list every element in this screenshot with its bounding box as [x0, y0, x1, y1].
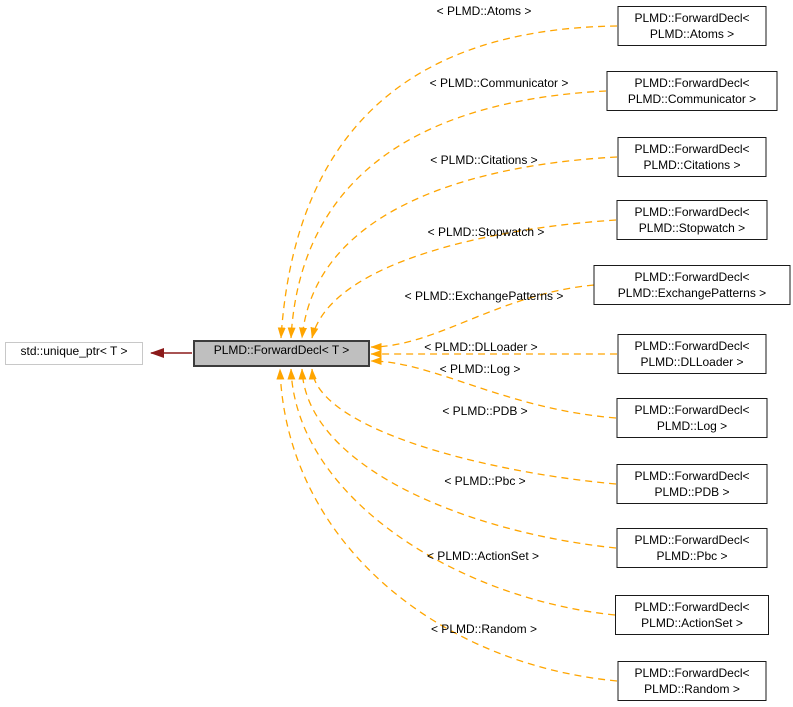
- edge-label-communicator: < PLMD::Communicator >: [429, 76, 569, 90]
- node-forwarddecl-citations[interactable]: PLMD::ForwardDecl< PLMD::Citations >: [617, 137, 767, 177]
- node-forwarddecl-log[interactable]: PLMD::ForwardDecl< PLMD::Log >: [616, 398, 768, 438]
- node-forwarddecl-dlloader[interactable]: PLMD::ForwardDecl< PLMD::DLLoader >: [617, 334, 767, 374]
- node-label-line2: PLMD::Log >: [656, 419, 728, 433]
- node-label-line2: PLMD::DLLoader >: [640, 355, 744, 369]
- edge-actionset: [287, 368, 616, 616]
- node-label-line1: PLMD::ForwardDecl<: [634, 403, 750, 417]
- edge-label-citations: < PLMD::Citations >: [430, 153, 538, 167]
- edge-pdb: [308, 368, 617, 485]
- node-label-line2: PLMD::Atoms >: [649, 27, 735, 41]
- node-label-line1: PLMD::ForwardDecl<: [634, 533, 750, 547]
- node-forwarddecl-stopwatch[interactable]: PLMD::ForwardDecl< PLMD::Stopwatch >: [616, 200, 768, 240]
- edge-label-pbc: < PLMD::Pbc >: [444, 474, 526, 488]
- node-label-line2: PLMD::Citations >: [643, 158, 741, 172]
- node-forwarddecl-communicator[interactable]: PLMD::ForwardDecl< PLMD::Communicator >: [606, 71, 778, 111]
- node-forwarddecl-pdb[interactable]: PLMD::ForwardDecl< PLMD::PDB >: [616, 464, 768, 504]
- node-label-line2: PLMD::Random >: [644, 682, 740, 696]
- node-label-line1: PLMD::ForwardDecl<: [634, 11, 750, 25]
- edge-communicator: [287, 90, 607, 339]
- node-forwarddecl-atoms[interactable]: PLMD::ForwardDecl< PLMD::Atoms >: [617, 6, 767, 46]
- edge-label-stopwatch: < PLMD::Stopwatch >: [427, 225, 545, 239]
- edge-citations: [299, 156, 618, 339]
- node-label-line2: PLMD::ExchangePatterns >: [617, 286, 767, 300]
- edge-label-random: < PLMD::Random >: [430, 622, 538, 636]
- node-label-line1: PLMD::ForwardDecl<: [634, 142, 750, 156]
- node-forwarddecl-template[interactable]: PLMD::ForwardDecl< T >: [193, 340, 370, 367]
- node-label-line2: PLMD::Pbc >: [656, 549, 728, 563]
- node-std-unique-ptr-label: std::unique_ptr< T >: [20, 344, 128, 358]
- node-label-line2: PLMD::Communicator >: [627, 92, 757, 106]
- edge-label-pdb: < PLMD::PDB >: [442, 404, 528, 418]
- node-label-line1: PLMD::ForwardDecl<: [634, 469, 750, 483]
- node-forwarddecl-exchangepatterns[interactable]: PLMD::ForwardDecl< PLMD::ExchangePattern…: [593, 265, 791, 305]
- node-label-line2: PLMD::ActionSet >: [641, 616, 743, 630]
- node-forwarddecl-random[interactable]: PLMD::ForwardDecl< PLMD::Random >: [617, 661, 767, 701]
- node-label-line2: PLMD::PDB >: [654, 485, 730, 499]
- node-forwarddecl-template-label: PLMD::ForwardDecl< T >: [213, 343, 350, 357]
- edge-label-log: < PLMD::Log >: [439, 362, 521, 376]
- edge-pbc: [298, 368, 617, 549]
- node-label-line1: PLMD::ForwardDecl<: [634, 339, 750, 353]
- edge-label-exchangepatterns: < PLMD::ExchangePatterns >: [404, 289, 564, 303]
- edge-stopwatch: [310, 219, 617, 339]
- node-label-line1: PLMD::ForwardDecl<: [634, 205, 750, 219]
- edge-label-atoms: < PLMD::Atoms >: [436, 4, 532, 18]
- edge-label-dlloader: < PLMD::DLLoader >: [424, 340, 538, 354]
- node-std-unique-ptr[interactable]: std::unique_ptr< T >: [5, 342, 143, 365]
- node-label-line1: PLMD::ForwardDecl<: [634, 600, 750, 614]
- edge-exchangepatterns: [370, 284, 595, 351]
- edge-log: [370, 357, 617, 419]
- node-forwarddecl-pbc[interactable]: PLMD::ForwardDecl< PLMD::Pbc >: [616, 528, 768, 568]
- edge-random: [276, 368, 618, 682]
- node-label-line1: PLMD::ForwardDecl<: [634, 270, 750, 284]
- edge-atoms: [277, 25, 618, 339]
- edge-label-actionset: < PLMD::ActionSet >: [426, 549, 540, 563]
- node-label-line2: PLMD::Stopwatch >: [638, 221, 746, 235]
- node-forwarddecl-actionset[interactable]: PLMD::ForwardDecl< PLMD::ActionSet >: [615, 595, 769, 635]
- node-label-line1: PLMD::ForwardDecl<: [634, 666, 750, 680]
- node-label-line1: PLMD::ForwardDecl<: [634, 76, 750, 90]
